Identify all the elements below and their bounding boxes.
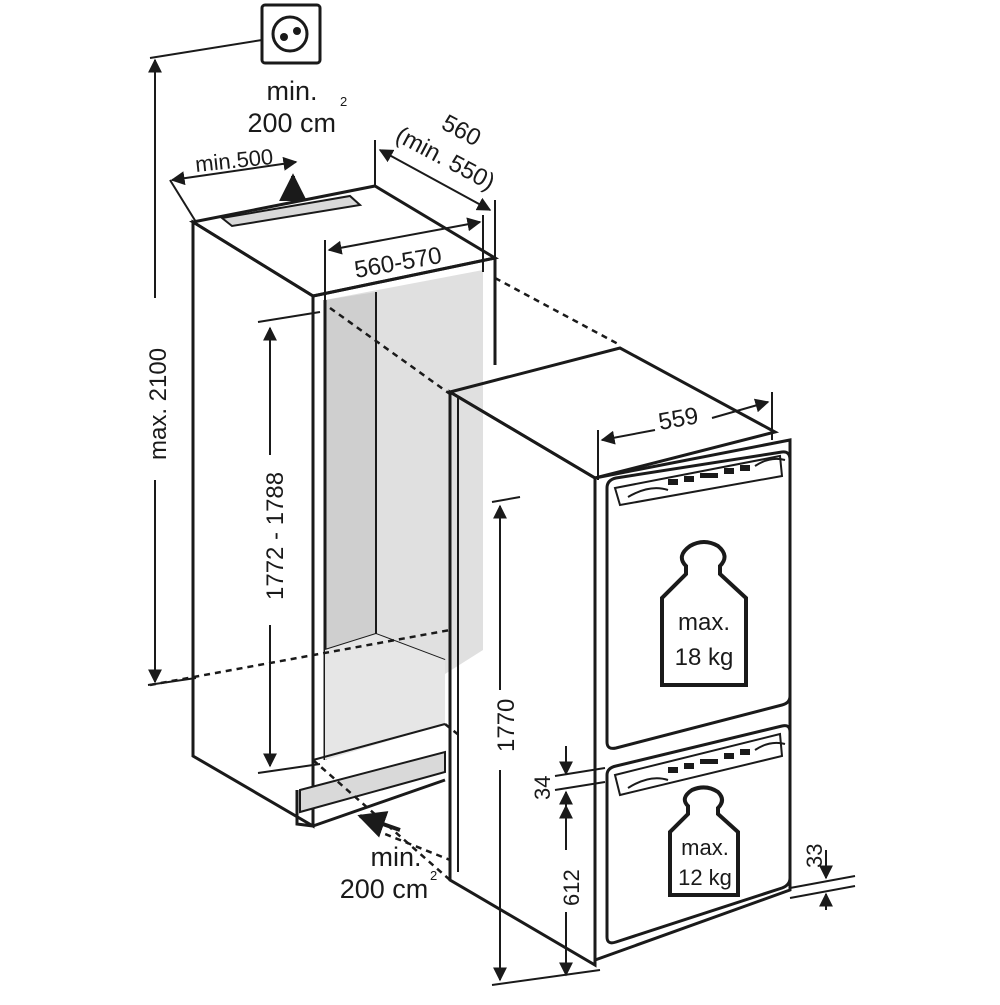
top-clearance-label: min.500 <box>194 144 274 177</box>
vent-top-line1: min. <box>266 76 317 106</box>
weight-icon: max. 12 kg <box>668 785 740 897</box>
appliance-height-label: 1770 <box>493 699 520 752</box>
niche-height-label: 1772 - 1788 <box>262 472 289 600</box>
upper-control-panel <box>627 457 786 498</box>
appliance-height-dimension: 1770 <box>491 496 601 986</box>
socket-icon <box>260 3 322 65</box>
vent-top-line2: 200 cm <box>247 108 336 138</box>
max-height-label: max. 2100 <box>145 348 172 460</box>
max-height-dimension: max. 2100 <box>145 58 197 686</box>
depth-dimension: 560 (min. 550) <box>374 109 499 258</box>
upper-weight-line2: 18 kg <box>675 644 734 671</box>
upper-weight-line1: max. <box>678 609 730 636</box>
top-vent-slot <box>219 194 363 228</box>
lower-weight-line2: 12 kg <box>678 865 732 890</box>
lower-612-label: 612 <box>559 869 584 906</box>
socket-cable <box>149 39 263 59</box>
arrow-icon <box>357 811 401 838</box>
vent-bottom-line2: 200 cm <box>340 874 429 904</box>
vent-top-sup: 2 <box>340 94 347 109</box>
gap-33-label: 33 <box>802 844 827 868</box>
vent-bottom-sup: 2 <box>430 868 437 883</box>
weight-icon: max. 18 kg <box>660 540 748 687</box>
gap-33-dimension: 33 <box>789 844 856 910</box>
vent-bottom-line1: min. <box>370 842 421 872</box>
fridge-appliance <box>446 346 792 968</box>
lower-weight-line1: max. <box>681 835 729 860</box>
lower-control-panel <box>627 741 786 789</box>
lower-612-dimension: 612 <box>559 804 584 977</box>
bottom-vent-slot <box>299 750 446 814</box>
gap-34-label: 34 <box>530 776 555 800</box>
niche-cabinet <box>188 184 500 829</box>
appliance-width-label: 559 <box>656 402 700 436</box>
niche-height-dimension: 1772 - 1788 <box>257 311 321 774</box>
